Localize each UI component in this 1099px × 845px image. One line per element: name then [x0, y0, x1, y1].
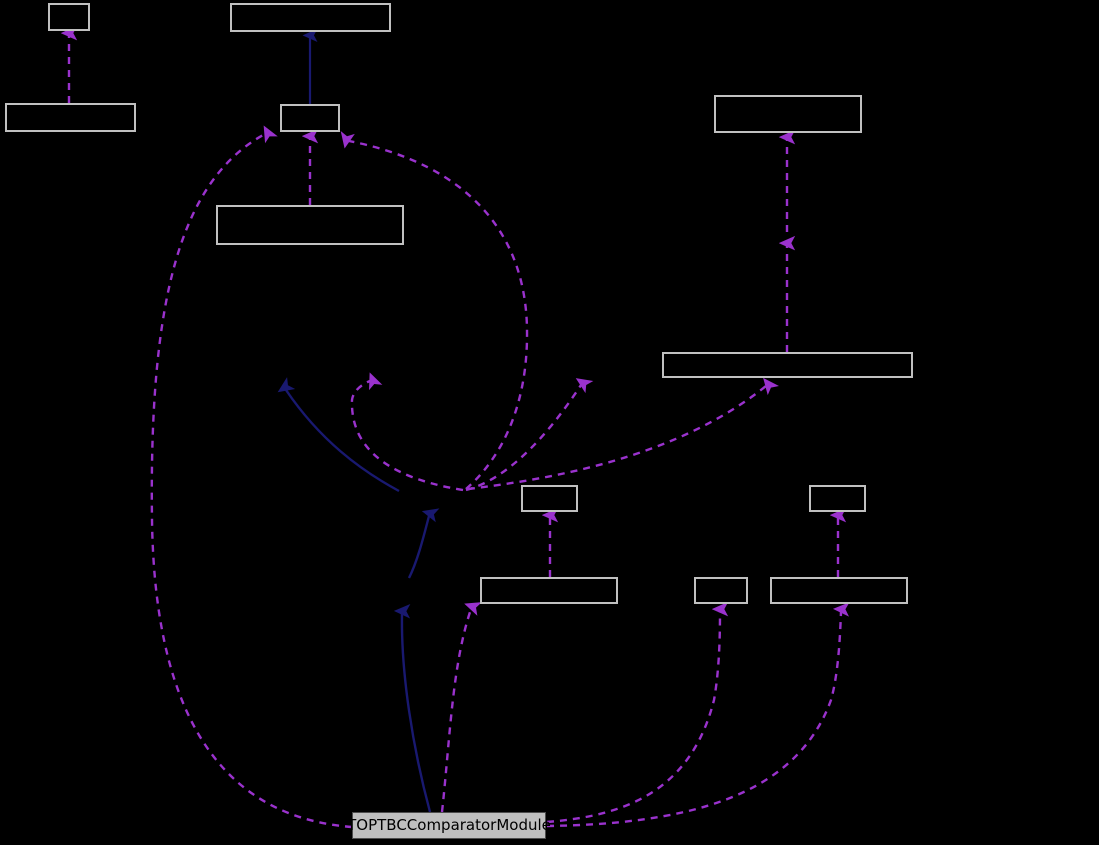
class-node[interactable]	[480, 577, 618, 604]
class-node[interactable]	[662, 352, 913, 378]
edge-inheritance	[407, 508, 440, 579]
edge-usage	[467, 377, 779, 491]
class-node[interactable]	[809, 485, 866, 512]
edge-usage	[350, 372, 464, 492]
class-node[interactable]	[521, 485, 578, 512]
class-node[interactable]	[770, 577, 908, 604]
class-node[interactable]	[5, 103, 136, 132]
edge-usage	[465, 378, 594, 492]
edge-usage	[546, 601, 729, 824]
class-node[interactable]	[216, 205, 404, 245]
edge-usage	[150, 125, 353, 829]
edge-usage	[440, 602, 482, 813]
class-node[interactable]	[694, 577, 748, 604]
edge-usage	[340, 131, 529, 490]
edge-inheritance	[393, 604, 432, 813]
edge-usage	[546, 602, 850, 828]
edge-inheritance	[277, 377, 400, 493]
class-node-label: TOPTBCComparatorModule	[347, 816, 551, 834]
class-node[interactable]	[280, 104, 340, 132]
class-node-highlighted[interactable]: TOPTBCComparatorModule	[347, 812, 551, 839]
class-node[interactable]	[714, 95, 862, 133]
class-node[interactable]	[48, 3, 90, 31]
class-node[interactable]	[230, 3, 391, 32]
